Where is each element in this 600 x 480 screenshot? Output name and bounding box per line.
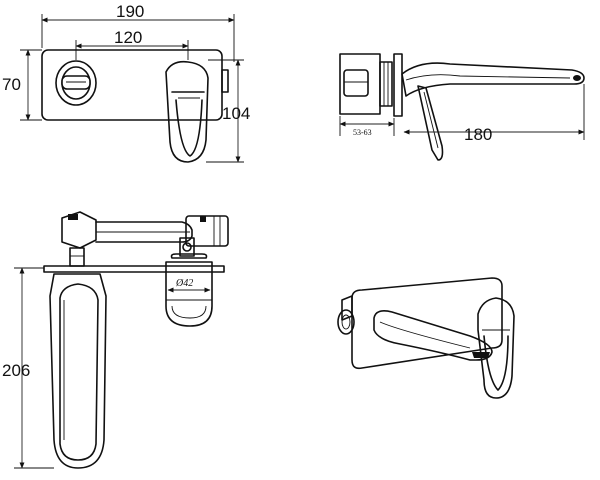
dim-label-top-cartridge-diameter: Ø42 [175, 278, 193, 289]
perspective-wall-plate [351, 277, 503, 370]
front-view: 190 120 70 104 [2, 2, 250, 163]
perspective-spout [373, 310, 493, 361]
dim-label-side-wall-depth: 53-63 [353, 128, 372, 137]
top-cartridge: Ø42 [165, 253, 213, 327]
dim-label-side-spout-length: 180 [464, 125, 492, 144]
side-view: 53-63 180 [339, 53, 585, 161]
side-wall-plate [393, 53, 403, 117]
top-wall-plate [43, 265, 225, 273]
perspective-lever [477, 297, 515, 399]
dim-label-front-total-height: 104 [222, 104, 250, 123]
perspective-view [337, 277, 515, 399]
perspective-control-knob [337, 309, 355, 335]
side-spout [401, 62, 585, 97]
dim-label-front-handle-centres: 120 [114, 28, 142, 47]
dim-label-front-plate-height: 70 [2, 75, 21, 94]
dim-label-front-overall-width: 190 [116, 2, 144, 21]
top-view: Ø42 206 [2, 211, 229, 469]
front-control-knob [55, 60, 97, 106]
dim-label-top-spout-length: 206 [2, 361, 30, 380]
top-control-head [179, 215, 229, 257]
top-valve-head [61, 211, 97, 249]
top-spout [49, 273, 107, 469]
front-lever-handle [165, 60, 209, 163]
side-lever [417, 85, 444, 161]
front-end-cap [221, 69, 229, 93]
